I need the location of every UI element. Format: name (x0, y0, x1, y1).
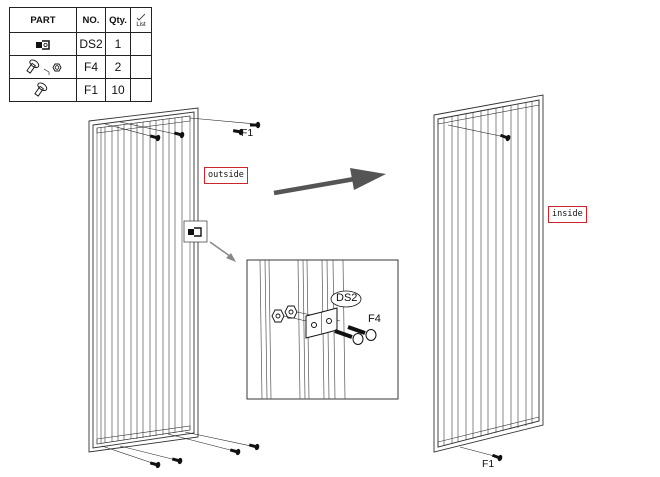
list-label: List (136, 21, 146, 28)
ds2-label: DS2 (336, 292, 358, 304)
part-cell (9, 55, 77, 79)
top-screws (104, 117, 262, 144)
right-panel (433, 94, 544, 453)
f1-label-top: F1 (241, 127, 254, 139)
table-row: F4 2 (9, 55, 152, 79)
bottom-screws (101, 431, 262, 471)
table-row: F1 10 (9, 78, 152, 102)
list-check-cell[interactable] (130, 78, 152, 102)
detail-marker (183, 220, 236, 262)
f1-label-bottom: F1 (482, 458, 495, 470)
outside-label: outside (204, 167, 248, 184)
table-row: DS2 1 (9, 32, 152, 56)
part-number: F4 (76, 55, 106, 79)
part-number: F1 (76, 78, 106, 102)
angle-bracket-part (305, 307, 338, 339)
detail-view (246, 259, 399, 400)
f4-label: F4 (368, 313, 381, 325)
bolt-and-nut-icon (26, 59, 62, 75)
bolt-icon (34, 82, 48, 97)
parts-table: PART NO. Qty. List DS2 1 (9, 7, 152, 102)
parts-table-header: PART NO. Qty. List (9, 7, 152, 33)
checkmark-icon (136, 13, 146, 21)
direction-arrow (273, 168, 386, 196)
part-qty: 10 (105, 78, 131, 102)
angle-bracket-icon (36, 40, 50, 50)
part-cell (9, 32, 77, 56)
inside-label: inside (548, 206, 587, 223)
left-panel (88, 107, 199, 453)
right-panel-screws (447, 124, 513, 464)
part-cell (9, 78, 77, 102)
